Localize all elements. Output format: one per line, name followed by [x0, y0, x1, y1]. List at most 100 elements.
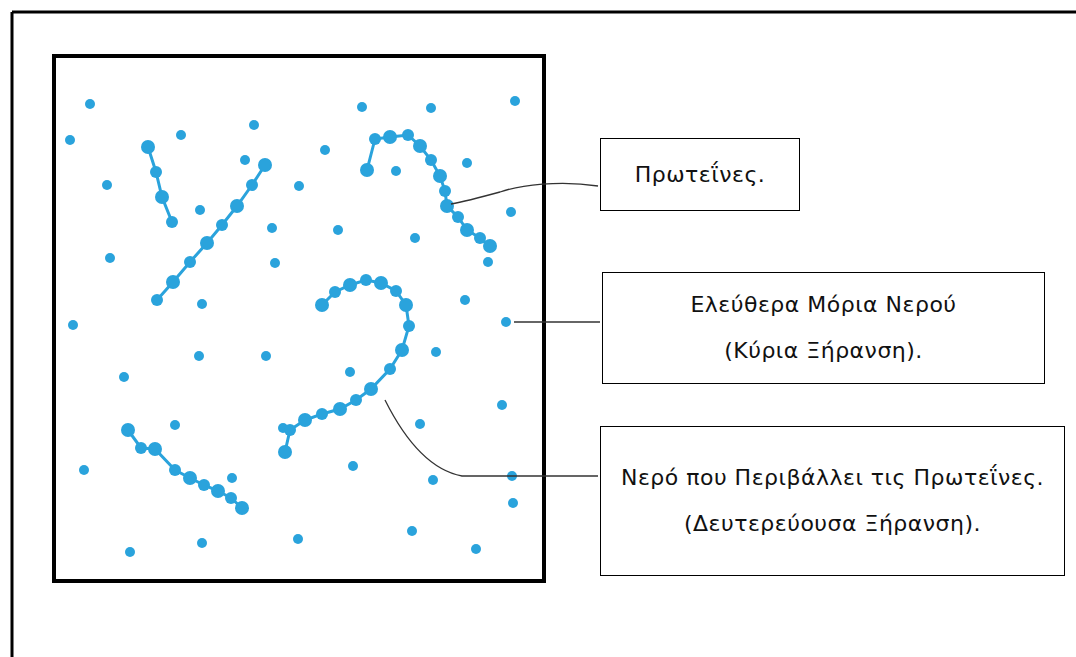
callout-box: Πρωτεΐνες. — [600, 138, 800, 211]
chain-molecule — [433, 169, 447, 183]
callout-label: Νερό που Περιβάλλει τις Πρωτεΐνες. — [621, 455, 1044, 501]
water-molecule — [426, 103, 436, 113]
water-molecule — [320, 145, 330, 155]
chain-molecule — [402, 129, 414, 141]
protein-chain — [278, 274, 415, 459]
chain-molecule — [211, 484, 225, 498]
water-molecule — [462, 158, 472, 168]
chain-molecule — [135, 442, 147, 454]
chain-molecule — [369, 133, 381, 145]
chain-molecule — [166, 275, 180, 289]
water-molecule — [270, 258, 280, 268]
water-molecule — [125, 547, 135, 557]
water-molecule — [197, 299, 207, 309]
chain-molecule — [333, 402, 347, 416]
water-molecule — [119, 372, 129, 382]
chain-molecule — [413, 139, 427, 153]
chain-molecule — [225, 492, 237, 504]
chain-molecule — [383, 130, 397, 144]
outer-frame — [12, 12, 1076, 657]
water-molecule — [194, 351, 204, 361]
chain-molecule — [329, 286, 341, 298]
callout-box: Ελεύθερα Μόρια Νερού(Κύρια Ξήρανση). — [602, 272, 1045, 384]
chain-molecule — [200, 236, 214, 250]
protein-chains — [121, 129, 497, 515]
water-molecule — [267, 223, 277, 233]
chain-molecule — [403, 320, 415, 332]
water-molecule — [506, 207, 516, 217]
chain-molecule — [183, 471, 197, 485]
water-molecule — [227, 473, 237, 483]
callout-label: Ελεύθερα Μόρια Νερού — [690, 282, 956, 328]
chain-molecule — [148, 442, 162, 456]
chain-molecule — [483, 239, 497, 253]
chain-molecule — [246, 179, 258, 191]
water-molecule — [391, 166, 401, 176]
chain-bond — [148, 147, 172, 222]
chain-molecule — [155, 190, 169, 204]
protein-chain — [141, 140, 178, 228]
protein-chain — [360, 129, 497, 253]
chain-molecule — [184, 256, 196, 268]
chain-molecule — [169, 464, 181, 476]
water-molecule — [460, 295, 470, 305]
callout-box: Νερό που Περιβάλλει τις Πρωτεΐνες.(Δευτε… — [600, 426, 1065, 576]
free-water-molecules — [65, 96, 520, 557]
water-molecule — [357, 102, 367, 112]
chain-molecule — [278, 445, 292, 459]
chain-molecule — [235, 501, 249, 515]
water-molecule — [348, 461, 358, 471]
water-molecule — [105, 253, 115, 263]
water-molecule — [85, 99, 95, 109]
chain-molecule — [121, 423, 135, 437]
callout-label: (Κύρια Ξήρανση). — [724, 328, 923, 374]
chain-molecule — [452, 211, 464, 223]
chain-bond — [367, 135, 490, 246]
chain-molecule — [399, 298, 413, 312]
chain-molecule — [258, 158, 272, 172]
chain-bond — [285, 280, 409, 452]
water-molecule — [102, 180, 112, 190]
water-molecule — [170, 420, 180, 430]
water-molecule — [471, 544, 481, 554]
water-molecule — [333, 225, 343, 235]
protein-chain — [121, 423, 249, 515]
water-molecule — [240, 155, 250, 165]
chain-molecule — [150, 166, 162, 178]
chain-molecule — [360, 163, 374, 177]
chain-molecule — [151, 294, 163, 306]
water-molecule — [508, 498, 518, 508]
chain-molecule — [364, 382, 378, 396]
chain-molecule — [284, 424, 296, 436]
chain-molecule — [440, 199, 454, 213]
water-molecule — [294, 181, 304, 191]
chain-molecule — [141, 140, 155, 154]
water-molecule — [293, 534, 303, 544]
chain-molecule — [316, 408, 328, 420]
sample-square — [54, 56, 544, 581]
water-molecule — [195, 205, 205, 215]
chain-molecule — [315, 298, 329, 312]
leader-lines — [385, 183, 600, 476]
chain-molecule — [460, 223, 474, 237]
water-molecule — [431, 347, 441, 357]
chain-molecule — [374, 276, 388, 290]
protein-chain — [151, 158, 272, 306]
water-molecule — [407, 526, 417, 536]
chain-molecule — [166, 216, 178, 228]
water-molecule — [261, 351, 271, 361]
chain-molecule — [360, 274, 372, 286]
water-molecule — [176, 130, 186, 140]
chain-molecule — [395, 343, 409, 357]
chain-molecule — [350, 394, 362, 406]
water-molecule — [197, 538, 207, 548]
water-molecule — [410, 233, 420, 243]
chain-molecule — [439, 185, 451, 197]
water-molecule — [501, 317, 511, 327]
water-molecule — [415, 419, 425, 429]
water-molecule — [79, 465, 89, 475]
chain-molecule — [198, 479, 210, 491]
water-molecule — [249, 120, 259, 130]
water-molecule — [510, 96, 520, 106]
water-molecule — [428, 475, 438, 485]
